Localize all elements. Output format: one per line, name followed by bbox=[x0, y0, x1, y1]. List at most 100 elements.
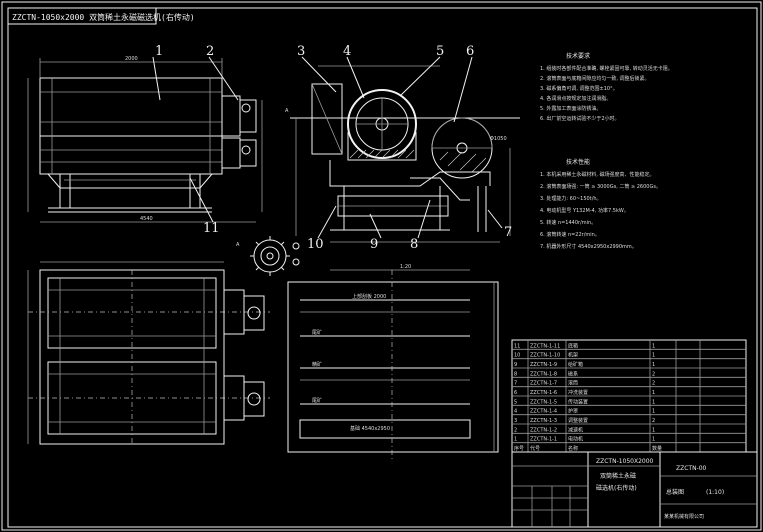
bom-cell: 6 bbox=[514, 390, 517, 396]
side-view: A Φ1050 bbox=[285, 56, 520, 243]
bom-cell: 4 bbox=[514, 409, 517, 415]
svg-text:技术性能: 技术性能 bbox=[566, 158, 590, 166]
svg-text:A: A bbox=[285, 108, 289, 114]
bom-cell: 9 bbox=[514, 362, 517, 368]
svg-text:某某机械有限公司: 某某机械有限公司 bbox=[664, 513, 704, 520]
svg-text:1: 1 bbox=[155, 44, 163, 59]
svg-text:5: 5 bbox=[436, 44, 444, 59]
svg-text:1. 组装时各部件配合准确, 螺栓紧固可靠, 转动灵活无卡阻: 1. 组装时各部件配合准确, 螺栓紧固可靠, 转动灵活无卡阻。 bbox=[540, 65, 673, 72]
bom-cell: ZZCTN-1-8 bbox=[530, 371, 557, 377]
bom-cell: 传动装置 bbox=[568, 398, 588, 405]
svg-text:上部刮板 2000: 上部刮板 2000 bbox=[352, 293, 386, 300]
bom-cell: 护罩 bbox=[568, 408, 578, 415]
svg-text:6: 6 bbox=[466, 44, 474, 59]
svg-text:(1:10): (1:10) bbox=[706, 489, 724, 496]
bom-cell: ZZCTN-1-10 bbox=[530, 353, 560, 359]
svg-text:2. 滚筒表面场强: 一筒 ≥ 3000Gs, 二筒 ≥ 2: 2. 滚筒表面场强: 一筒 ≥ 3000Gs, 二筒 ≥ 2600Gs。 bbox=[540, 183, 661, 190]
balloon-labels: 1 2 3 4 5 6 7 8 9 10 11 bbox=[155, 44, 512, 252]
svg-text:磁选机(右传动): 磁选机(右传动) bbox=[596, 484, 637, 492]
bom-cell: 5 bbox=[514, 399, 517, 405]
layout-view: 上部刮板 2000 尾矿 精矿 尾矿 基础 4540x2950 1:20 bbox=[287, 264, 499, 460]
svg-text:2. 滚筒表面与底箱间隙应均匀一致, 调整后锁紧。: 2. 滚筒表面与底箱间隙应均匀一致, 调整后锁紧。 bbox=[540, 75, 650, 82]
svg-text:精矿: 精矿 bbox=[312, 361, 322, 368]
bom-cell: 1 bbox=[652, 427, 655, 433]
svg-text:尾矿: 尾矿 bbox=[312, 329, 322, 336]
svg-text:双筒稀土永磁: 双筒稀土永磁 bbox=[600, 472, 636, 480]
svg-text:总装图: 总装图 bbox=[666, 488, 684, 496]
svg-text:10: 10 bbox=[307, 237, 324, 252]
title-block: ZZCTN-1050X2000 双筒稀土永磁 磁选机(右传动) ZZCTN-00… bbox=[511, 451, 758, 528]
bom-cell: 2 bbox=[514, 427, 517, 433]
svg-text:3. 处理能力: 60~150t/h。: 3. 处理能力: 60~150t/h。 bbox=[540, 195, 602, 202]
bom-cell: 2 bbox=[652, 381, 655, 387]
bom-cell: 3 bbox=[514, 418, 517, 424]
plan-view bbox=[27, 261, 270, 445]
svg-text:5. 外露加工表面涂防锈油。: 5. 外露加工表面涂防锈油。 bbox=[540, 105, 601, 112]
svg-text:9: 9 bbox=[370, 237, 378, 252]
bom-cell: 1 bbox=[652, 399, 655, 405]
svg-text:技术要求: 技术要求 bbox=[566, 52, 590, 60]
inner-frame bbox=[7, 7, 758, 528]
bom-cell: 2 bbox=[652, 418, 655, 424]
svg-text:11: 11 bbox=[203, 221, 220, 236]
bom-cell: ZZCTN-1-11 bbox=[530, 343, 560, 349]
bom-cell: 调整装置 bbox=[568, 417, 588, 424]
svg-text:6. 出厂前空运转试验不少于2小时。: 6. 出厂前空运转试验不少于2小时。 bbox=[540, 115, 620, 122]
bom-header-cell: 数量 bbox=[652, 445, 662, 452]
bom-cell: 给矿箱 bbox=[568, 361, 583, 368]
bom-cell: 1 bbox=[652, 353, 655, 359]
dim-diameter: Φ1050 bbox=[490, 136, 507, 142]
bom-cell: 10 bbox=[514, 353, 520, 359]
svg-text:6. 滚筒转速 n=22r/min。: 6. 滚筒转速 n=22r/min。 bbox=[540, 231, 600, 238]
svg-text:ZZCTN-1050X2000: ZZCTN-1050X2000 bbox=[596, 458, 654, 465]
svg-text:基础 4540x2950: 基础 4540x2950 bbox=[350, 425, 390, 432]
bom-cell: ZZCTN-1-6 bbox=[530, 390, 557, 396]
svg-text:2: 2 bbox=[206, 44, 214, 59]
tech-specs: 技术性能 1. 本机采用稀土永磁材料, 磁场强度高、性能稳定。 2. 滚筒表面场… bbox=[540, 158, 661, 250]
svg-text:A: A bbox=[236, 242, 240, 248]
bom-cell: 机架 bbox=[568, 352, 578, 359]
bom-cell: 1 bbox=[514, 437, 517, 443]
tech-requirements: 技术要求 1. 组装时各部件配合准确, 螺栓紧固可靠, 转动灵活无卡阻。 2. … bbox=[540, 52, 673, 122]
bom-header-cell: 代号 bbox=[530, 445, 540, 452]
bom-cell: 1 bbox=[652, 437, 655, 443]
svg-text:4. 电动机型号 Y132M-4, 功率7.5kW。: 4. 电动机型号 Y132M-4, 功率7.5kW。 bbox=[540, 207, 629, 214]
svg-text:1. 本机采用稀土永磁材料, 磁场强度高、性能稳定。: 1. 本机采用稀土永磁材料, 磁场强度高、性能稳定。 bbox=[540, 171, 655, 178]
bom-cell: ZZCTN-1-1 bbox=[530, 437, 557, 443]
bom-cell: 电动机 bbox=[568, 436, 583, 443]
bom-cell: 减速机 bbox=[568, 426, 583, 433]
svg-text:7. 机器外形尺寸 4540x2950x2990mm。: 7. 机器外形尺寸 4540x2950x2990mm。 bbox=[540, 243, 637, 250]
bom-cell: ZZCTN-1-2 bbox=[530, 427, 557, 433]
svg-text:3. 磁系偏角可调, 调整范围±10°。: 3. 磁系偏角可调, 调整范围±10°。 bbox=[540, 85, 618, 92]
svg-text:4. 各润滑点按规定加注润滑脂。: 4. 各润滑点按规定加注润滑脂。 bbox=[540, 95, 611, 102]
svg-text:3: 3 bbox=[297, 44, 305, 59]
bom-cell: 底箱 bbox=[568, 342, 578, 349]
bom-cell: ZZCTN-1-7 bbox=[530, 381, 557, 387]
bom-header-cell: 序号 bbox=[514, 445, 524, 452]
svg-text:7: 7 bbox=[504, 225, 512, 240]
bom-cell: 1 bbox=[652, 343, 655, 349]
drawing-title: ZZCTN-1050x2000 双筒稀土永磁磁选机(右传动) bbox=[12, 12, 195, 22]
detail-view: A bbox=[236, 236, 300, 276]
svg-text:2000: 2000 bbox=[125, 56, 138, 62]
bom-cell: 1 bbox=[652, 362, 655, 368]
bom-cell: 冲洗装置 bbox=[568, 389, 588, 396]
bom-cell: 7 bbox=[514, 381, 517, 387]
bom-header-cell: 名称 bbox=[568, 445, 578, 452]
svg-text:尾矿: 尾矿 bbox=[312, 397, 322, 404]
bom-cell: 11 bbox=[514, 343, 520, 349]
svg-text:ZZCTN-00: ZZCTN-00 bbox=[676, 465, 707, 472]
bom-cell: ZZCTN-1-5 bbox=[530, 399, 557, 405]
svg-text:4: 4 bbox=[343, 44, 351, 59]
bom-cell: ZZCTN-1-4 bbox=[530, 409, 557, 415]
svg-text:8: 8 bbox=[410, 237, 418, 252]
bom-cell: 磁系 bbox=[568, 370, 578, 377]
title-box bbox=[7, 7, 157, 25]
bom-cell: ZZCTN-1-3 bbox=[530, 418, 557, 424]
bom-cell: 2 bbox=[652, 371, 655, 377]
bom-cell: 1 bbox=[652, 409, 655, 415]
